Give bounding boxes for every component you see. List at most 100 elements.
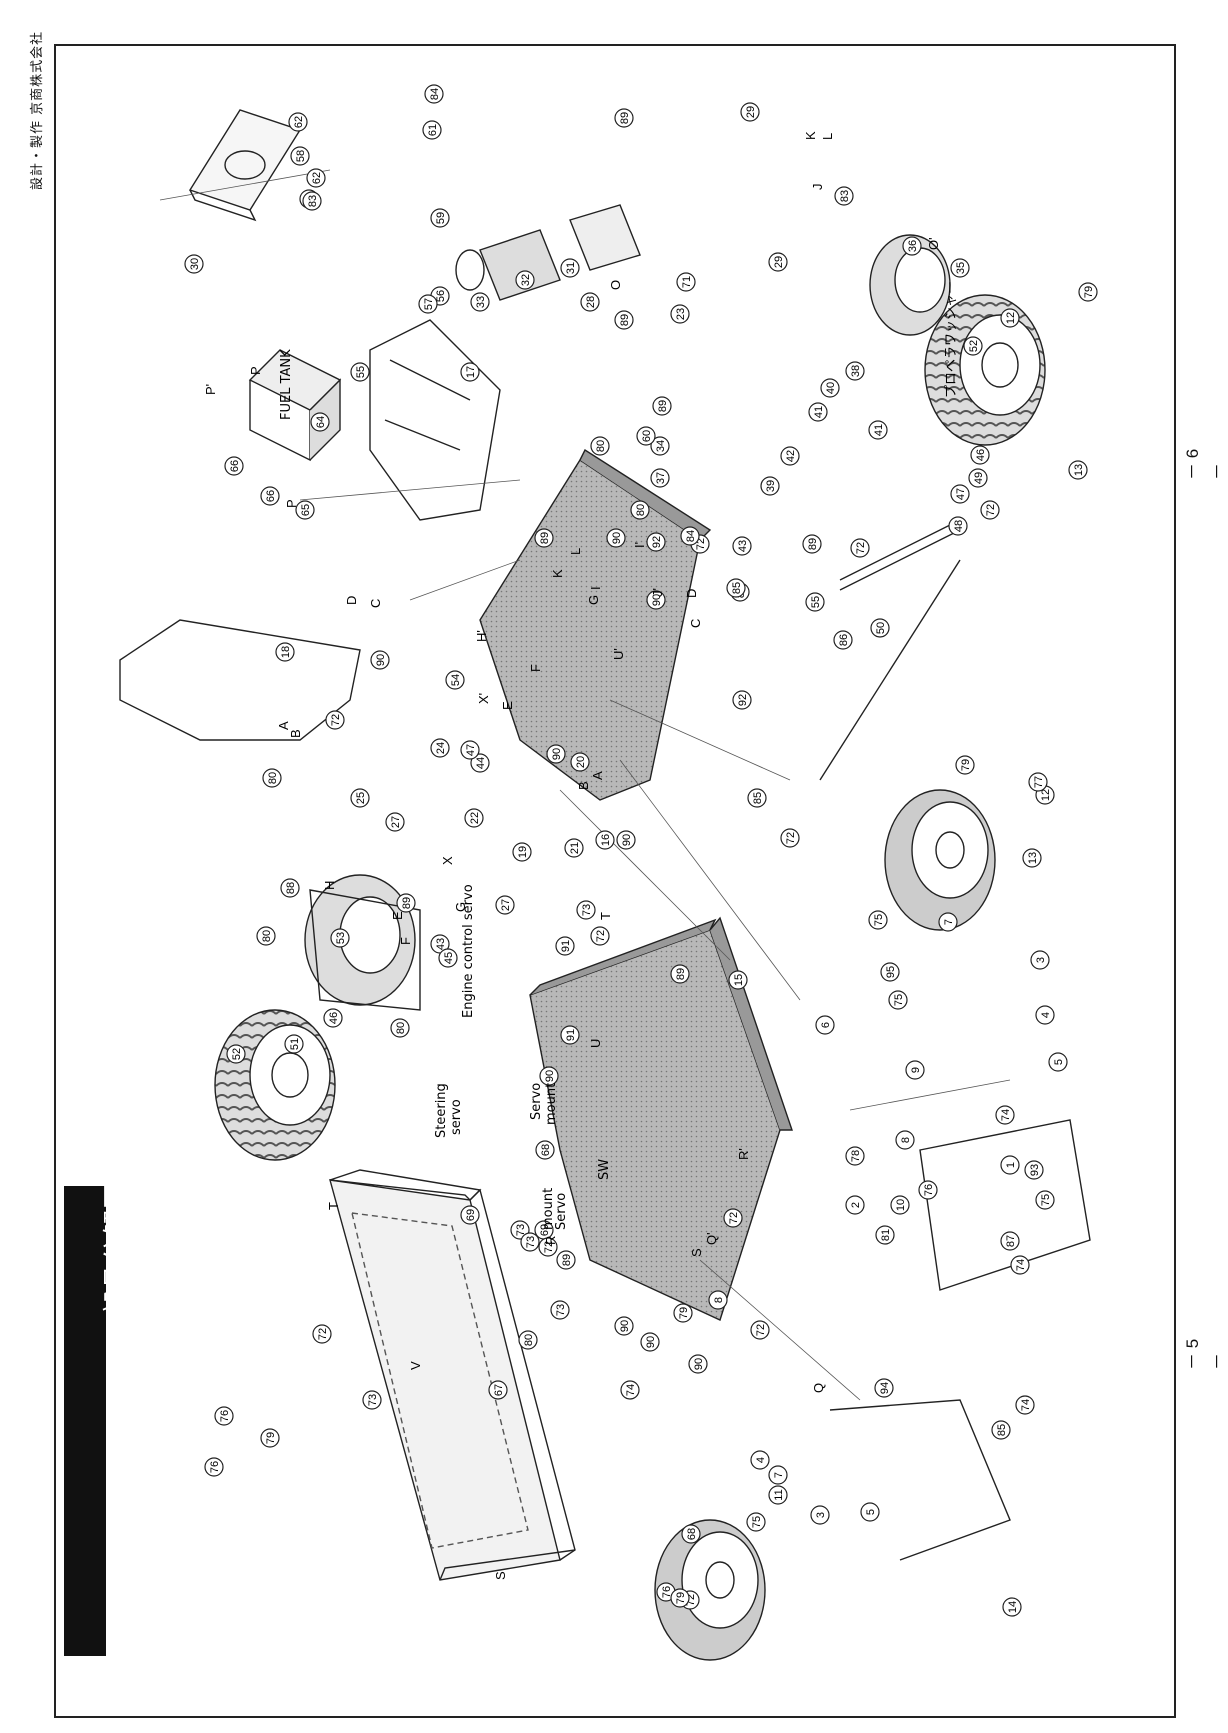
- callout-number: 9: [910, 1067, 922, 1073]
- callout-number: 91: [560, 940, 572, 952]
- callout-circle: [495, 895, 515, 915]
- callout-circle: [688, 1354, 708, 1374]
- callout-72: 72: [538, 1237, 558, 1257]
- callout-79: 79: [673, 1303, 693, 1323]
- callout-number: 57: [423, 298, 435, 310]
- callout-circle: [1000, 1231, 1020, 1251]
- callout-75: 75: [1035, 1190, 1055, 1210]
- callout-circle: [460, 1205, 480, 1225]
- callout-50: 50: [870, 618, 890, 638]
- callout-number: 49: [973, 472, 985, 484]
- callout-number: 73: [525, 1236, 537, 1248]
- callout-48: 48: [948, 516, 968, 536]
- sw-label: SW: [597, 1159, 612, 1180]
- roll-bar: [119, 619, 361, 741]
- callout-number: 37: [655, 472, 667, 484]
- callout-8: 8: [708, 1290, 728, 1310]
- callout-circle: [464, 808, 484, 828]
- callout-72: 72: [750, 1320, 770, 1340]
- callout-circle: [430, 738, 450, 758]
- callout-1: 1: [1000, 1155, 1020, 1175]
- callout-circle: [556, 1250, 576, 1270]
- callout-number: 17: [465, 366, 477, 378]
- callout-circle: [950, 484, 970, 504]
- callout-number: 34: [655, 440, 667, 452]
- callout-91: 91: [555, 936, 575, 956]
- callout-60: 60: [636, 426, 656, 446]
- callout-78: 78: [845, 1146, 865, 1166]
- callout-circle: [323, 1008, 343, 1028]
- callout-number: 72: [785, 832, 797, 844]
- callout-circle: [614, 310, 634, 330]
- callout-15: 15: [728, 970, 748, 990]
- callout-number: 80: [261, 930, 273, 942]
- callout-circle: [385, 812, 405, 832]
- callout-circle: [1015, 1395, 1035, 1415]
- fuel-tank-label: FUEL TANK: [279, 349, 294, 420]
- callout-circle: [275, 642, 295, 662]
- callout-24: 24: [430, 738, 450, 758]
- callout-69: 69: [460, 1205, 480, 1225]
- callout-circle: [224, 456, 244, 476]
- callout-circle: [430, 208, 450, 228]
- front-wheel-right: [884, 789, 996, 931]
- callout-circle: [184, 254, 204, 274]
- callout-number: 80: [395, 1022, 407, 1034]
- callout-number: 89: [619, 112, 631, 124]
- callout-90: 90: [640, 1332, 660, 1352]
- callout-89: 89: [614, 108, 634, 128]
- callout-18: 18: [275, 642, 295, 662]
- callout-number: 55: [810, 596, 822, 608]
- callout-number: 55: [355, 366, 367, 378]
- engine-mount-frame: [369, 319, 501, 521]
- callout-54: 54: [445, 670, 465, 690]
- callout-number: 72: [985, 504, 997, 516]
- reference-letter: R': [736, 1148, 751, 1160]
- callout-number: 67: [493, 1384, 505, 1396]
- callout-59: 59: [430, 208, 450, 228]
- callout-circle: [470, 753, 490, 773]
- callout-circle: [295, 500, 315, 520]
- callout-circle: [950, 258, 970, 278]
- callout-number: 60: [641, 430, 653, 442]
- callout-number: 91: [565, 1029, 577, 1041]
- reference-letter: P: [248, 366, 263, 375]
- callout-74: 74: [1015, 1395, 1035, 1415]
- callout-number: 80: [595, 440, 607, 452]
- callout-number: 52: [231, 1048, 243, 1060]
- callout-circle: [306, 168, 326, 188]
- callout-4: 4: [750, 1450, 770, 1470]
- callout-45: 45: [438, 948, 458, 968]
- callout-circle: [880, 962, 900, 982]
- callout-number: 13: [1073, 464, 1085, 476]
- reference-letter: Q: [811, 1383, 826, 1393]
- callout-number: 76: [661, 1586, 673, 1598]
- callout-number: 73: [367, 1394, 379, 1406]
- callout-81: 81: [875, 1225, 895, 1245]
- callout-circle: [1022, 848, 1042, 868]
- callout-68: 68: [681, 1524, 701, 1544]
- callout-42: 42: [780, 446, 800, 466]
- reference-letter: G: [453, 902, 468, 912]
- callout-92: 92: [732, 690, 752, 710]
- callout-number: 90: [645, 1336, 657, 1348]
- callout-number: 88: [285, 882, 297, 894]
- callout-13: 13: [1022, 848, 1042, 868]
- callout-layer: 1233445567788910111212131314151617181920…: [184, 84, 1098, 1617]
- callout-73: 73: [576, 900, 596, 920]
- callout-84: 84: [424, 84, 444, 104]
- reference-letter: G: [586, 595, 601, 605]
- callout-2: 2: [845, 1195, 865, 1215]
- callout-number: 77: [1033, 776, 1045, 788]
- callout-circle: [991, 1420, 1011, 1440]
- callout-circle: [650, 436, 670, 456]
- callout-number: 73: [515, 1224, 527, 1236]
- callout-circle: [1068, 460, 1088, 480]
- callout-10: 10: [890, 1195, 910, 1215]
- callout-90: 90: [646, 590, 666, 610]
- callout-47: 47: [950, 484, 970, 504]
- callout-89: 89: [670, 964, 690, 984]
- page-frame: [54, 44, 1176, 1718]
- callout-75: 75: [868, 910, 888, 930]
- rear-wheel-right: [924, 294, 1046, 446]
